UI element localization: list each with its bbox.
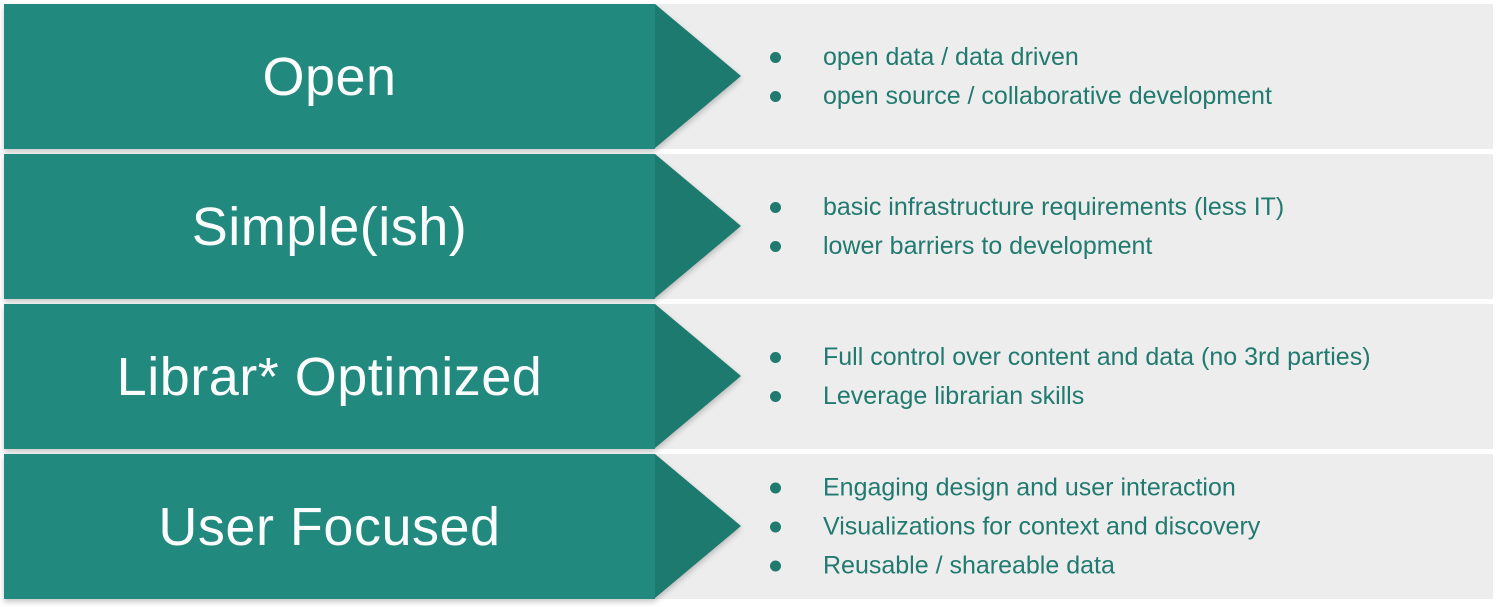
bullet-text: open data / data driven — [823, 42, 1079, 71]
banner-rect: Open — [4, 4, 655, 149]
arrow-head-icon — [655, 154, 741, 298]
bullet-item: lower barriers to development — [770, 227, 1284, 266]
feature-row-librar-optimized: Librar* Optimized Full control over cont… — [4, 304, 1493, 449]
bullet-text: Visualizations for context and discovery — [823, 512, 1261, 540]
banner-rect: User Focused — [4, 454, 655, 599]
feature-row-simple: Simple(ish) basic infrastructure require… — [4, 154, 1493, 299]
arrow-head-icon — [655, 454, 741, 598]
banner-heading: Librar* Optimized — [116, 346, 543, 407]
arrow-head-icon — [655, 304, 741, 448]
bullet-dot-icon — [770, 90, 781, 102]
bullet-text: Reusable / shareable data — [823, 551, 1115, 579]
bullet-item: Engaging design and user interaction — [770, 468, 1260, 507]
feature-row-open: Open open data / data driven open source… — [4, 4, 1493, 149]
bullet-text: lower barriers to development — [823, 231, 1153, 260]
bullet-text: Full control over content and data (no 3… — [823, 342, 1371, 371]
bullet-dot-icon — [770, 521, 781, 532]
bullet-text: open source / collaborative development — [823, 81, 1272, 110]
bullet-dot-icon — [770, 51, 781, 63]
feature-row-user-focused: User Focused Engaging design and user in… — [4, 454, 1493, 599]
bullet-item: open source / collaborative development — [770, 77, 1272, 116]
banner-rect: Simple(ish) — [4, 154, 655, 299]
bullet-dot-icon — [770, 351, 781, 363]
bullet-item: basic infrastructure requirements (less … — [770, 188, 1284, 227]
bullet-item: Full control over content and data (no 3… — [770, 338, 1371, 377]
bullet-text: Engaging design and user interaction — [823, 473, 1236, 501]
arrow-head-icon — [655, 4, 741, 148]
bullet-item: Visualizations for context and discovery — [770, 507, 1260, 546]
bullet-text: Leverage librarian skills — [823, 381, 1085, 410]
bullet-dot-icon — [770, 390, 781, 402]
bullet-dot-icon — [770, 240, 781, 252]
bullet-list: Full control over content and data (no 3… — [770, 338, 1371, 416]
arrow-banner: Open — [4, 4, 741, 149]
arrow-banner: Simple(ish) — [4, 154, 741, 299]
bullet-dot-icon — [770, 560, 781, 571]
arrow-banner: Librar* Optimized — [4, 304, 741, 449]
banner-heading: User Focused — [158, 496, 501, 557]
feature-rows: Open open data / data driven open source… — [4, 4, 1493, 604]
bullet-list: basic infrastructure requirements (less … — [770, 188, 1284, 266]
banner-rect: Librar* Optimized — [4, 304, 655, 449]
bullet-item: open data / data driven — [770, 38, 1272, 77]
bullet-dot-icon — [770, 482, 781, 493]
banner-heading: Simple(ish) — [191, 196, 468, 257]
bullet-list: Engaging design and user interaction Vis… — [770, 468, 1260, 585]
arrow-banner: User Focused — [4, 454, 741, 599]
banner-heading: Open — [262, 46, 397, 107]
bullet-list: open data / data driven open source / co… — [770, 38, 1272, 116]
bullet-dot-icon — [770, 201, 781, 213]
bullet-text: basic infrastructure requirements (less … — [823, 192, 1285, 221]
bullet-item: Leverage librarian skills — [770, 377, 1371, 416]
bullet-item: Reusable / shareable data — [770, 546, 1260, 585]
